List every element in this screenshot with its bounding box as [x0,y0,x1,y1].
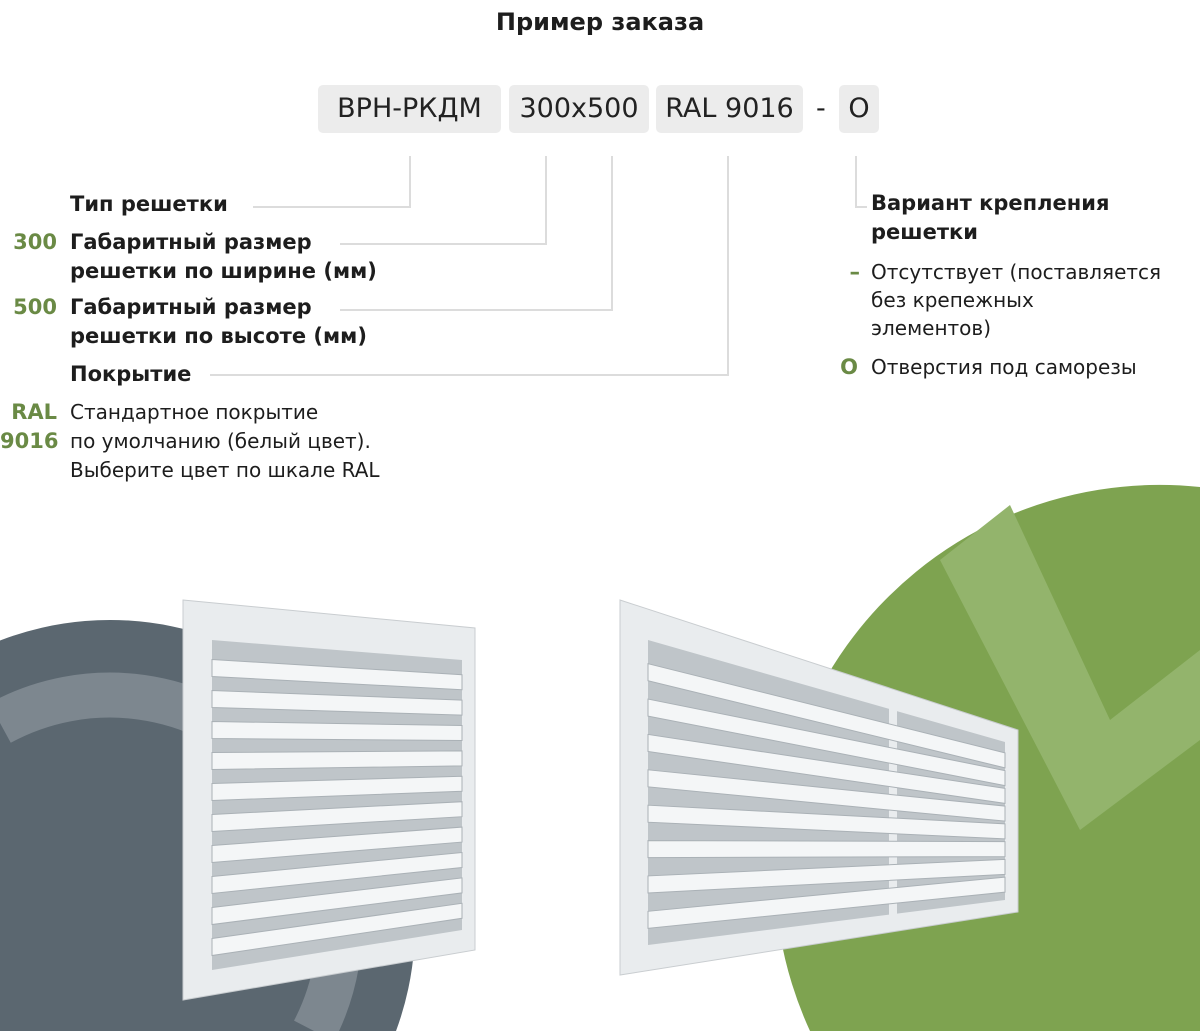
coating-value-line1: RAL [11,400,57,424]
louver-blade [647,804,1006,840]
connector-line [545,156,547,245]
louver-blade [211,826,463,864]
code-chip-type: ВРН-РКДМ [318,85,501,133]
code-separator: - [816,93,826,124]
louver-blade [211,801,463,833]
mount-option-line2: без крепежных [871,288,1034,312]
width-label-line2: решетки по ширине (мм) [70,259,377,283]
louver-blade [647,733,1006,804]
louver-blade [211,720,463,742]
louver-blade [211,902,463,957]
connector-line [253,206,411,208]
louver-blade [211,775,463,802]
connector-line [855,206,867,208]
louver-blade [211,750,463,771]
width-label-line1: Габаритный размер [70,230,312,254]
connector-line [340,309,613,311]
type-label: Тип решетки [70,192,228,216]
grille-left-image [182,599,476,1001]
mount-heading-line2: решетки [871,220,978,244]
mount-option-code: – [849,260,861,284]
page-title: Пример заказа [495,8,705,36]
louver-blade [211,658,463,691]
coating-desc-line2: по умолчанию (белый цвет). [70,429,371,453]
code-chip-size: 300x500 [509,85,649,133]
green-check-shape [940,505,1200,830]
height-value: 500 [13,295,57,319]
mount-option-line1: Отсутствует (поставляется [871,260,1162,284]
louver-blade [211,877,463,926]
coating-desc-line1: Стандартное покрытие [70,400,319,424]
mount-option-line1: Отверстия под саморезы [871,355,1137,379]
code-chip-mount: О [839,85,879,133]
grille-right-image [619,599,1019,976]
louver-blade [647,876,1006,929]
mount-option-code: О [840,355,858,379]
width-value: 300 [13,230,57,254]
connector-line [855,156,857,208]
mount-option-line3: элементов) [871,316,992,340]
louver-blade [647,858,1006,894]
mount-heading-line1: Вариант крепления [871,191,1110,215]
height-label-line2: решетки по высоте (мм) [70,324,367,348]
connector-line [340,243,547,245]
louver-blade [647,663,1006,769]
connector-line [727,156,729,376]
connector-line [210,374,729,376]
coating-label: Покрытие [70,362,192,386]
connector-line [409,156,411,208]
code-chip-coating: RAL 9016 [656,85,803,133]
louver-blade [211,689,463,716]
connector-line [611,156,613,311]
coating-value-line2: 9016 [0,429,59,453]
louver-blade [211,851,463,895]
height-label-line1: Габаритный размер [70,295,312,319]
louver-blade [647,698,1006,787]
coating-desc-line3: Выберите цвет по шкале RAL [70,458,380,482]
louver-blade [647,769,1006,822]
louver-blade [647,840,1006,859]
